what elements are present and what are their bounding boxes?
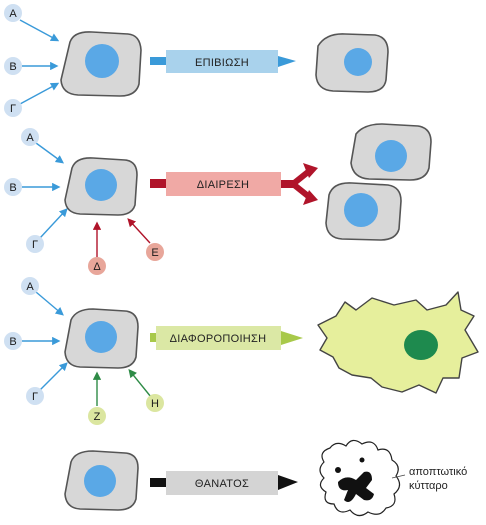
signal-g-row2: Γ: [26, 235, 44, 253]
signal-e: E: [146, 243, 164, 261]
row-differentiation: A B Γ Z H ΔΙΑΦΟΡΟΠΟΙΗΣΗ: [4, 277, 479, 425]
division-forked-arrow: [281, 163, 318, 205]
signal-arrow-g3: [39, 362, 68, 391]
svg-text:B: B: [9, 336, 16, 348]
signal-arrow-a3: [35, 291, 64, 316]
differentiation-tail: [150, 333, 156, 342]
survival-arrowhead: [278, 56, 296, 67]
svg-text:Δ: Δ: [93, 261, 101, 273]
signal-h: H: [146, 394, 164, 412]
row-division: A B Γ Δ E ΔΙΑΙΡΕΣΗ: [4, 123, 432, 275]
signal-a-row2: A: [21, 128, 39, 146]
signal-g-row1: Γ: [4, 99, 22, 117]
cell-row1-source: [60, 31, 142, 97]
survival-box: [166, 50, 278, 73]
apoptotic-label-line2: κύτταρο: [409, 480, 448, 492]
cell-row2-daughter-bottom: [325, 182, 402, 241]
signal-g-row3: Γ: [26, 387, 44, 405]
signal-arrow-g1: [19, 82, 60, 105]
signal-a-row1: A: [4, 4, 22, 22]
cell-row2-daughter-top: [350, 123, 432, 181]
svg-text:Γ: Γ: [32, 391, 38, 403]
survival-label: ΕΠΙΒΙΩΣΗ: [195, 57, 249, 69]
differentiation-box: [156, 326, 281, 350]
cell-row3-differentiated: [317, 291, 479, 394]
signal-b-row2: B: [4, 178, 22, 196]
survival-tail: [150, 57, 166, 65]
signal-arrow-h: [128, 369, 152, 398]
signal-arrow-e: [127, 218, 151, 244]
cell-row4-apoptotic: [319, 439, 401, 517]
cell-nucleus: [85, 321, 117, 353]
signal-arrow-a2: [35, 142, 65, 164]
cell-row4-source: [64, 450, 139, 511]
row-survival: A B Γ ΕΠΙΒΙΩΣΗ: [4, 4, 389, 117]
division-tail: [150, 179, 166, 188]
differentiation-label: ΔΙΑΦΟΡΟΠΟΙΗΣΗ: [170, 333, 267, 345]
nucleus-fragment: [335, 467, 341, 473]
death-tail: [150, 478, 166, 487]
signal-b-row3: B: [4, 332, 22, 350]
signal-b-row1: B: [4, 57, 22, 75]
cell-nucleus: [85, 169, 117, 201]
svg-text:A: A: [26, 132, 34, 144]
death-box: [166, 471, 278, 495]
differentiation-arrowhead: [281, 331, 303, 345]
signal-a-row3: A: [21, 277, 39, 295]
signal-z: Z: [88, 407, 106, 425]
svg-text:E: E: [151, 247, 158, 259]
row-death: ΘΑΝΑΤΟΣ αποπτωτικό κύτταρο: [64, 439, 467, 517]
svg-text:A: A: [26, 281, 34, 293]
svg-text:A: A: [9, 8, 17, 20]
signal-arrow-a1: [19, 19, 60, 42]
cell-nucleus: [375, 140, 407, 172]
death-arrowhead: [278, 475, 298, 490]
cell-row3-source: [64, 308, 139, 369]
signal-arrow-g2: [39, 208, 68, 239]
svg-text:H: H: [151, 398, 159, 410]
cell-nucleus: [85, 44, 119, 78]
death-label: ΘΑΝΑΤΟΣ: [195, 478, 249, 490]
cell-nucleus: [344, 48, 372, 76]
division-box: [166, 172, 281, 196]
cell-row1-result: [315, 33, 389, 93]
signal-d: Δ: [88, 257, 106, 275]
nucleus-fragment: [359, 457, 365, 463]
fragmented-nucleus: [338, 471, 374, 502]
cell-nucleus: [404, 330, 438, 360]
svg-text:B: B: [9, 182, 16, 194]
svg-text:Γ: Γ: [32, 239, 38, 251]
apoptotic-label-line1: αποπτωτικό: [409, 466, 467, 478]
svg-text:B: B: [9, 61, 16, 73]
division-label: ΔΙΑΙΡΕΣΗ: [197, 179, 250, 191]
apoptotic-pointer-line: [391, 474, 406, 479]
cell-row2-source: [64, 157, 138, 216]
svg-text:Z: Z: [94, 411, 101, 423]
cell-nucleus: [344, 193, 378, 227]
svg-text:Γ: Γ: [10, 103, 16, 115]
cell-nucleus: [84, 465, 116, 497]
